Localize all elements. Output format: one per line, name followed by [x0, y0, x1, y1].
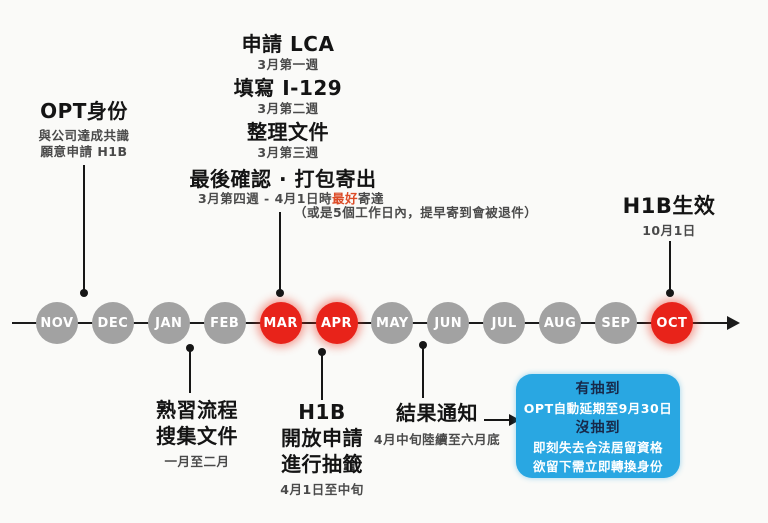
lottery-line3: 進行抽籤	[281, 452, 363, 476]
step-i129-week: 3月第二週	[257, 101, 319, 116]
results-arrow-shaft	[484, 419, 510, 421]
opt-status-title: OPT身份	[40, 99, 128, 123]
results-arrowhead-icon	[509, 414, 520, 426]
outcome-win-desc: OPT自動延期至9月30日	[523, 401, 673, 416]
step-lca-title: 申請 LCA	[241, 32, 335, 56]
connector-lottery-line	[321, 352, 323, 400]
connector-effective-dot	[666, 289, 674, 297]
outcome-lose-title: 沒抽到	[575, 420, 621, 436]
month-circle-mar: MAR	[259, 302, 302, 344]
lottery-line1: H1B	[298, 400, 346, 424]
prepare-block: 熟習流程 搜集文件 一月至二月	[122, 397, 272, 470]
mail-deadline-suffix: 寄達	[358, 191, 385, 206]
h1b-effective-block: H1B生效 10月1日	[598, 193, 740, 239]
final-confirm-title: 最後確認 · 打包寄出	[189, 167, 377, 191]
step-documents-week: 3月第三週	[257, 145, 319, 160]
month-circle-apr: APR	[315, 302, 358, 344]
month-circle-dec: DEC	[91, 302, 134, 344]
step-i129-title: 填寫 I-129	[233, 76, 343, 100]
outcome-lose-desc2: 欲留下需立即轉換身份	[532, 459, 663, 474]
step-lca-week: 3月第一週	[257, 57, 319, 72]
mail-deadline-highlight: 最好	[332, 191, 359, 206]
month-circle-jan: JAN	[147, 302, 190, 344]
outcome-win-title: 有抽到	[575, 381, 621, 397]
connector-mail-line	[279, 212, 281, 293]
connector-effective-line	[669, 241, 671, 293]
prepare-dates: 一月至二月	[164, 454, 230, 469]
lottery-outcome-box: 有抽到 OPT自動延期至9月30日 沒抽到 即刻失去合法居留資格 欲留下需立即轉…	[516, 374, 680, 478]
connector-opt-dot	[80, 289, 88, 297]
march-steps-block: 申請 LCA 3月第一週 填寫 I-129 3月第二週 整理文件 3月第三週	[198, 31, 378, 163]
h1b-effective-date: 10月1日	[642, 223, 696, 238]
final-confirm-block: 最後確認 · 打包寄出	[150, 166, 416, 192]
month-circle-may: MAY	[371, 302, 414, 344]
results-title: 結果通知	[396, 401, 478, 425]
opt-status-line1: 與公司達成共識	[38, 128, 130, 143]
timeline-axis	[12, 322, 728, 324]
timeline-arrowhead-icon	[727, 316, 740, 330]
connector-mail-dot	[276, 289, 284, 297]
month-circle-jul: JUL	[483, 302, 526, 344]
month-circle-nov: NOV	[36, 302, 78, 344]
mail-note-line: （或是5個工作日內，提早寄到會被退件）	[294, 205, 538, 220]
lottery-dates: 4月1日至中旬	[280, 482, 364, 497]
opt-status-block: OPT身份 與公司達成共識 願意申請 H1B	[9, 98, 159, 160]
connector-prepare-line	[189, 348, 191, 393]
h1b-effective-title: H1B生效	[622, 194, 716, 218]
connector-results-line	[422, 345, 424, 398]
month-circle-jun: JUN	[427, 302, 470, 344]
connector-opt-line	[83, 165, 85, 293]
month-circle-feb: FEB	[203, 302, 246, 344]
month-circle-oct: OCT	[650, 302, 693, 344]
opt-status-line2: 願意申請 H1B	[40, 144, 128, 159]
lottery-block: H1B 開放申請 進行抽籤 4月1日至中旬	[247, 399, 397, 498]
month-circle-aug: AUG	[539, 302, 582, 344]
step-documents-title: 整理文件	[247, 120, 329, 144]
mail-deadline-prefix: 3月第四週 - 4月1日時	[198, 191, 332, 206]
prepare-line1: 熟習流程	[156, 398, 238, 422]
month-circle-sep: SEP	[595, 302, 637, 344]
prepare-line2: 搜集文件	[156, 424, 238, 448]
results-block: 結果通知 4月中旬陸續至六月底	[357, 400, 517, 448]
mail-deadline-line: 3月第四週 - 4月1日時最好寄達	[198, 191, 384, 207]
results-dates: 4月中旬陸續至六月底	[373, 432, 501, 447]
outcome-lose-desc1: 即刻失去合法居留資格	[532, 440, 663, 455]
lottery-line2: 開放申請	[281, 426, 363, 450]
